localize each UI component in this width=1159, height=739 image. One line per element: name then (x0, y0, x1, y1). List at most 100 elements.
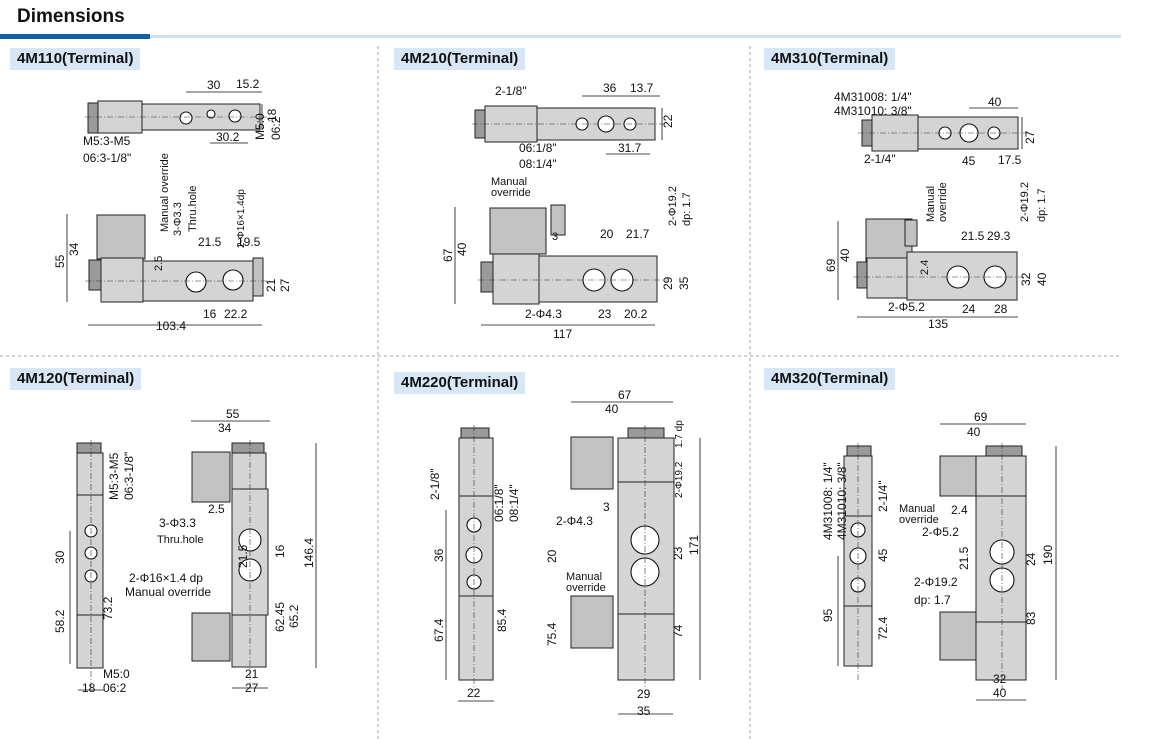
dim-4m320-manual: Manual (899, 503, 935, 515)
dim-4m110-2-5: 2.5 (153, 256, 165, 271)
dim-4m210-67: 67 (441, 248, 455, 262)
drawing-4m120-front (191, 420, 317, 690)
dim-4m320-21-5: 21.5 (957, 546, 971, 570)
dim-4m320-40: 40 (967, 425, 981, 439)
dim-4m220-manual: Manual (566, 571, 602, 583)
dim-4m220-3: 3 (603, 500, 610, 514)
dim-4m120-21-5: 21.5 (236, 544, 250, 568)
dim-4m220-29: 29 (637, 687, 651, 701)
dim-4m110-3-phi3-3: 3-Φ3.3 (172, 202, 184, 236)
dim-4m210-36: 36 (603, 81, 617, 95)
dim-4m320-2-phi19-2: 2-Φ19.2 (914, 575, 958, 589)
dim-4m210-35: 35 (677, 276, 691, 290)
drawing-4m320-side (837, 443, 873, 680)
dim-4m210-21-7: 21.7 (626, 227, 650, 241)
dim-4m120-16: 16 (273, 544, 287, 558)
dim-4m110-15-2: 15.2 (236, 77, 260, 91)
dim-4m120-3-phi3-3: 3-Φ3.3 (159, 516, 196, 530)
dim-4m210-3: 3 (552, 231, 558, 243)
dim-4m220-2-phi19-2: 2-Φ19.2 (674, 461, 685, 498)
dim-4m110-m5-ports: M5:3-M5 (83, 134, 131, 148)
dim-4m310-28: 28 (994, 302, 1008, 316)
dim-4m120-58-2: 58.2 (53, 609, 67, 633)
dim-4m310-17-5: 17.5 (998, 153, 1022, 167)
drawing-4m110-top (85, 91, 270, 144)
dim-4m220-2-phi4-3: 2-Φ4.3 (556, 514, 593, 528)
drawing-4m320-front (939, 423, 1057, 701)
dim-4m120-2-phi16: 2-Φ16×1.4 dp (129, 571, 203, 585)
drawing-4m120-side (69, 440, 104, 691)
dim-4m310-dp-1-7: dp: 1.7 (1036, 188, 1048, 222)
panel-label-4m320: 4M320(Terminal) (764, 368, 896, 390)
dim-4m310-27: 27 (1023, 130, 1037, 144)
dim-4m110-manual-override: Manual override (159, 153, 171, 232)
dim-4m120-30: 30 (53, 550, 67, 564)
dim-4m220-08-port: 08:1/4" (507, 484, 521, 522)
dim-4m220-171: 171 (687, 535, 701, 555)
dim-4m120-62-45: 62.45 (273, 602, 287, 632)
dim-4m210-08-port: 08:1/4" (519, 157, 557, 171)
dim-4m120-18: 18 (82, 681, 96, 695)
dim-4m320-95: 95 (821, 608, 835, 622)
dim-4m120-thru-hole: Thru.hole (157, 534, 203, 546)
dim-4m310-45: 45 (962, 154, 976, 168)
dim-4m110-19-5: 19.5 (237, 235, 261, 249)
dim-4m110-2-phi16: 2-Φ16×1.4dp (236, 189, 247, 248)
dim-4m320-10-port: 4M31010: 3/8" (835, 462, 849, 540)
drawing-4m310-front (837, 218, 1030, 318)
dim-4m110-21: 21 (264, 278, 278, 292)
dim-4m110-06-2: 06:2 (269, 116, 283, 140)
dim-4m110-22-2: 22.2 (224, 307, 248, 321)
dim-4m120-06-ports: 06:3-1/8" (122, 452, 136, 500)
dim-4m210-22: 22 (661, 114, 675, 128)
dim-4m220-06-port: 06:1/8" (492, 484, 506, 522)
dim-4m110-103-4: 103.4 (156, 319, 186, 333)
panel-label-4m120: 4M120(Terminal) (10, 368, 142, 390)
drawing-4m220-side (445, 425, 494, 702)
dim-4m220-22: 22 (467, 686, 481, 700)
dim-4m220-2-1-8: 2-1/8" (428, 468, 442, 500)
dim-4m210-29: 29 (661, 276, 675, 290)
dim-4m120-65-2: 65.2 (287, 604, 301, 628)
dim-4m210-40: 40 (455, 242, 469, 256)
dim-4m310-override: override (937, 182, 949, 222)
drawing-4m110-front (66, 214, 272, 326)
dim-4m310-2-4: 2.4 (919, 260, 931, 275)
dim-4m210-2-phi19-2: 2-Φ19.2 (667, 186, 679, 226)
dim-4m120-manual-override: Manual override (125, 585, 211, 599)
dim-4m110-30-2: 30.2 (216, 130, 240, 144)
dim-4m320-83: 83 (1024, 611, 1038, 625)
dim-4m220-40: 40 (605, 402, 619, 416)
dim-4m320-2-phi5-2: 2-Φ5.2 (922, 525, 959, 539)
dim-4m110-21-5: 21.5 (198, 235, 222, 249)
dim-4m220-23: 23 (671, 546, 685, 560)
dim-4m110-34: 34 (67, 242, 81, 256)
panel-label-4m310: 4M310(Terminal) (764, 48, 896, 70)
dim-4m120-06-2: 06:2 (103, 681, 127, 695)
dim-4m110-27: 27 (278, 278, 292, 292)
section-title: Dimensions (17, 6, 125, 27)
dim-4m210-override: override (491, 187, 531, 199)
dim-4m320-2-1-4: 2-1/4" (876, 480, 890, 512)
dim-4m210-117: 117 (553, 327, 572, 341)
dim-4m310-40: 40 (838, 248, 852, 262)
dim-4m320-40-bottom: 40 (993, 686, 1007, 700)
dim-4m310-32: 32 (1019, 272, 1033, 286)
dim-4m320-45: 45 (876, 548, 890, 562)
dim-4m310-29-3: 29.3 (987, 229, 1011, 243)
dim-4m220-74: 74 (671, 624, 685, 638)
dim-4m310-2-phi5-2: 2-Φ5.2 (888, 300, 925, 314)
dim-4m320-08-port: 4M31008: 1/4" (821, 462, 835, 540)
dim-4m310-40: 40 (988, 95, 1002, 109)
drawing-4m210-front (454, 204, 668, 326)
panel-label-4m220: 4M220(Terminal) (394, 372, 526, 394)
dim-4m320-dp-1-7: dp: 1.7 (914, 593, 951, 607)
dim-4m210-manual: Manual (491, 176, 527, 188)
dim-4m120-73-2: 73.2 (101, 596, 115, 620)
dim-4m220-75-4: 75.4 (545, 622, 559, 646)
dim-4m320-2-4: 2.4 (951, 503, 968, 517)
dim-4m310-69: 69 (824, 258, 838, 272)
dim-4m310-40-side: 40 (1035, 272, 1049, 286)
dim-4m120-146-4: 146.4 (302, 538, 316, 568)
dim-4m310-135: 135 (928, 317, 948, 331)
